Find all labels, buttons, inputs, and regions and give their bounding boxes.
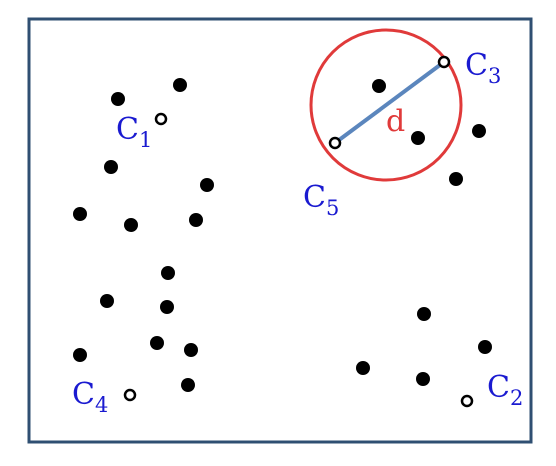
- centroid-c1-marker: [154, 112, 168, 126]
- label-c5-main: C: [303, 180, 326, 215]
- data-point: [356, 361, 370, 375]
- data-point: [73, 348, 87, 362]
- label-c4: C4: [72, 377, 108, 417]
- data-point: [111, 92, 125, 106]
- label-c2-main: C: [487, 370, 510, 405]
- data-point: [173, 78, 187, 92]
- label-c2: C2: [487, 370, 523, 410]
- data-point: [160, 300, 174, 314]
- label-c3: C3: [465, 48, 501, 88]
- label-c1-main: C: [116, 112, 139, 147]
- centroid-c2-marker: [460, 394, 474, 408]
- label-c2-sub: 2: [510, 386, 523, 410]
- centroid-c4-marker: [123, 388, 137, 402]
- data-point: [104, 160, 118, 174]
- label-c5-sub: 5: [326, 196, 339, 220]
- label-c4-main: C: [72, 377, 95, 412]
- data-point: [124, 218, 138, 232]
- centroid-c3-marker: [437, 55, 451, 69]
- data-point: [150, 336, 164, 350]
- data-point: [189, 213, 203, 227]
- data-point: [184, 343, 198, 357]
- data-point: [73, 207, 87, 221]
- data-point: [449, 172, 463, 186]
- data-point: [161, 266, 175, 280]
- centroids: [123, 55, 474, 408]
- diameter-line: [333, 60, 446, 145]
- diagram-border: [27, 17, 533, 444]
- enclosing-circle: [309, 28, 463, 182]
- data-point: [478, 340, 492, 354]
- data-point: [181, 378, 195, 392]
- data-points: [73, 78, 492, 392]
- label-c3-main: C: [465, 48, 488, 83]
- data-point: [472, 124, 486, 138]
- label-c1: C1: [116, 112, 152, 152]
- label-c5: C5: [303, 180, 339, 220]
- data-point: [200, 178, 214, 192]
- label-c1-sub: 1: [139, 128, 152, 152]
- data-point: [372, 79, 386, 93]
- data-point: [417, 307, 431, 321]
- diameter-label: d: [386, 104, 405, 139]
- data-point: [416, 372, 430, 386]
- centroid-c5-marker: [328, 136, 342, 150]
- data-point: [100, 294, 114, 308]
- label-c4-sub: 4: [95, 393, 108, 417]
- data-point: [411, 131, 425, 145]
- label-c3-sub: 3: [488, 64, 501, 88]
